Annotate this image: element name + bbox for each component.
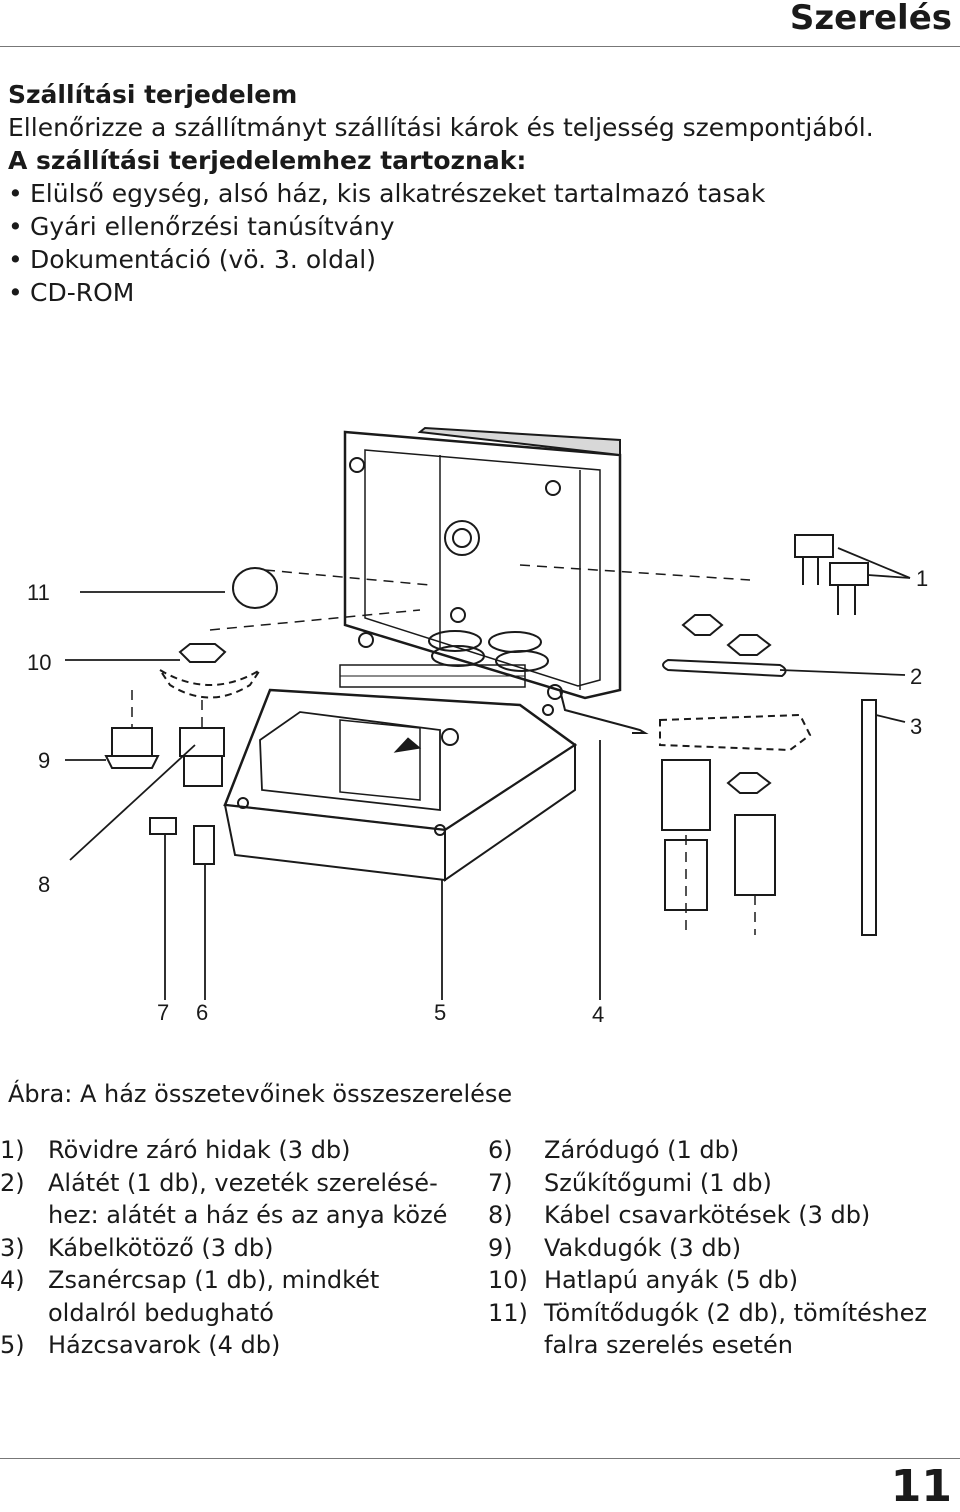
list-item: 1)Rövidre záró hidak (3 db) bbox=[0, 1136, 351, 1164]
cable-tie bbox=[861, 699, 877, 936]
list-item: oldalról bedugható bbox=[48, 1298, 274, 1327]
assembly-guide-lines bbox=[131, 564, 756, 935]
list-item: 10)Hatlapú anyák (5 db) bbox=[488, 1266, 799, 1294]
cable-gland bbox=[179, 727, 225, 787]
delivery-bullet: Dokumentáció (vö. 3. oldal) bbox=[8, 243, 948, 276]
washer bbox=[662, 658, 787, 678]
shorting-bridge bbox=[794, 534, 869, 615]
list-item: 9)Vakdugók (3 db) bbox=[488, 1233, 742, 1262]
hex-nut bbox=[159, 643, 261, 699]
list-item: hez: alátét a ház és az anya közé bbox=[48, 1201, 448, 1229]
delivery-bullet: Elülső egység, alsó ház, kis alkatrészek… bbox=[8, 177, 948, 210]
callout-10: 10 bbox=[27, 650, 52, 675]
delivery-bullet: CD-ROM bbox=[8, 276, 948, 309]
callout-3: 3 bbox=[910, 714, 923, 739]
callout-6: 6 bbox=[196, 1000, 209, 1025]
parts-list-right: 6)Záródugó (1 db) 7)Szűkítőgumi (1 db) 8… bbox=[488, 1134, 958, 1362]
page-number: 11 bbox=[890, 1461, 952, 1512]
section-title: Szerelés bbox=[789, 0, 952, 38]
footer-rule bbox=[0, 1458, 960, 1459]
callout-8: 8 bbox=[38, 872, 51, 897]
header-rule bbox=[0, 46, 960, 47]
callout-5: 5 bbox=[434, 1000, 447, 1025]
list-item: 5)Házcsavarok (4 db) bbox=[0, 1331, 281, 1359]
list-item: 6)Záródugó (1 db) bbox=[488, 1136, 740, 1164]
callout-11: 11 bbox=[27, 580, 50, 605]
closing-plug bbox=[193, 825, 215, 865]
housing-lid bbox=[339, 426, 649, 734]
delivery-bullet: Gyári ellenőrzési tanúsítvány bbox=[8, 210, 948, 243]
list-item: 3)Kábelkötöző (3 db) bbox=[0, 1233, 274, 1262]
list-item: 7)Szűkítőgumi (1 db) bbox=[488, 1168, 772, 1197]
hex-nut bbox=[681, 614, 772, 794]
callout-4: 4 bbox=[592, 1002, 605, 1027]
callout-1: 1 bbox=[916, 566, 929, 591]
blind-plug bbox=[104, 727, 160, 769]
delivery-check-text: Ellenőrizze a szállítmányt szállítási ká… bbox=[8, 113, 874, 142]
mounting-plate bbox=[659, 713, 812, 752]
callout-2: 2 bbox=[910, 664, 923, 689]
callout-7: 7 bbox=[157, 1000, 170, 1025]
list-item: falra szerelés esetén bbox=[544, 1331, 793, 1359]
parts-list-left: 1)Rövidre záró hidak (3 db) 2)Alátét (1 … bbox=[0, 1134, 470, 1362]
delivery-includes-heading: A szállítási terjedelemhez tartoznak: bbox=[8, 146, 527, 175]
callout-lines bbox=[65, 547, 911, 1000]
list-item: 4)Zsanércsap (1 db), mindkét bbox=[0, 1266, 380, 1294]
reducing-rubber bbox=[149, 817, 177, 835]
list-item: 2)Alátét (1 db), vezeték szerelésé- bbox=[0, 1168, 438, 1197]
conduit bbox=[734, 814, 776, 896]
delivery-heading: Szállítási terjedelem bbox=[8, 80, 298, 109]
housing-assembly-drawing bbox=[65, 426, 911, 1000]
seal-plug bbox=[232, 567, 278, 609]
list-item: 11)Tömítődugók (2 db), tömítéshez bbox=[488, 1298, 927, 1327]
conduit-fitting bbox=[661, 759, 711, 831]
delivery-section: Szállítási terjedelem Ellenőrizze a szál… bbox=[8, 78, 948, 309]
figure-caption: Ábra: A ház összetevőinek összeszerelése bbox=[8, 1080, 513, 1108]
callout-9: 9 bbox=[38, 748, 51, 773]
front-unit bbox=[223, 688, 578, 882]
list-item: 8)Kábel csavarkötések (3 db) bbox=[488, 1201, 871, 1229]
